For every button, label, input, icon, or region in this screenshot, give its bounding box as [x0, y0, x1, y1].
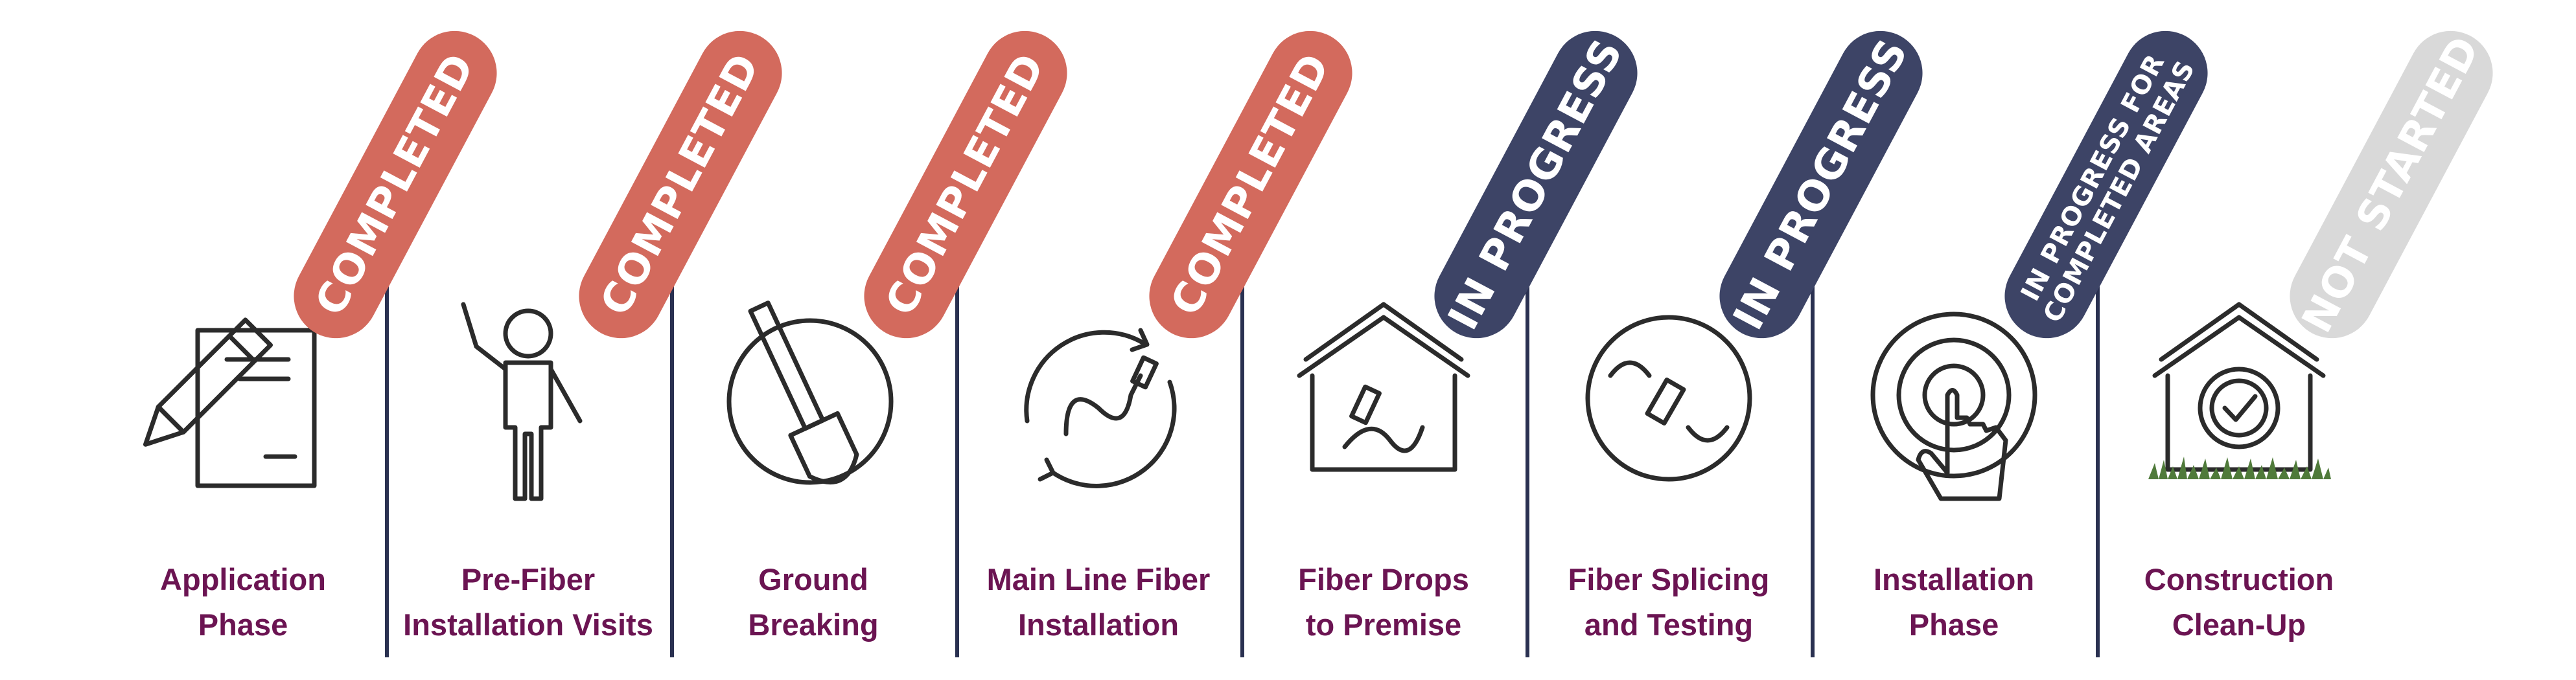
phase-label-line: Fiber Splicing — [1568, 562, 1770, 596]
phase-label-line: and Testing — [1584, 607, 1754, 642]
phase-label: Main Line Fiber Installation — [956, 557, 1241, 648]
touch-target-icon — [1870, 312, 2037, 501]
shovel-icon — [726, 300, 894, 485]
phase-label: Installation Phase — [1811, 557, 2096, 648]
phase-label: Fiber Splicing and Testing — [1526, 557, 1811, 648]
phase-label-line: Construction — [2144, 562, 2334, 596]
phase-pre-fiber-visits: Pre-Fiber Installation Visits — [386, 0, 671, 680]
phase-divider — [670, 275, 674, 657]
phase-label-line: to Premise — [1305, 607, 1462, 642]
phase-divider — [1811, 275, 1815, 657]
phase-label: Pre-Fiber Installation Visits — [386, 557, 671, 648]
phase-divider — [1526, 275, 1529, 657]
phase-divider — [955, 275, 959, 657]
phase-label-line: Clean-Up — [2172, 607, 2306, 642]
phase-fiber-splicing: Fiber Splicing and Testing — [1526, 0, 1811, 680]
phase-ground-breaking: Ground Breaking — [671, 0, 956, 680]
phase-label-line: Installation Visits — [403, 607, 653, 642]
phase-label-line: Phase — [1909, 607, 1999, 642]
phase-label-line: Installation — [1017, 607, 1179, 642]
phase-divider — [2096, 275, 2100, 657]
phase-label-line: Application — [160, 562, 326, 596]
phase-label-line: Phase — [198, 607, 288, 642]
house-cable-icon — [1297, 302, 1470, 472]
phase-label-line: Fiber Drops — [1298, 562, 1469, 596]
phase-label-line: Ground — [758, 562, 868, 596]
phase-label-line: Breaking — [748, 607, 879, 642]
phase-installation: Installation Phase — [1811, 0, 2096, 680]
cable-splice-icon — [1585, 315, 1752, 482]
phase-construction-clean-up: Construction Clean-Up — [2096, 0, 2382, 680]
phase-label: Ground Breaking — [671, 557, 956, 648]
person-waving-icon — [461, 302, 583, 501]
phase-label: Application Phase — [100, 557, 386, 648]
fiber-cable-cycle-icon — [1024, 328, 1177, 488]
phase-main-line-fiber: Main Line Fiber Installation — [956, 0, 1241, 680]
phase-label-line: Pre-Fiber — [461, 562, 596, 596]
house-checkmark-grass-icon — [2148, 302, 2331, 479]
phase-label: Construction Clean-Up — [2096, 557, 2382, 648]
phase-label-line: Main Line Fiber — [986, 562, 1211, 596]
phase-divider — [385, 275, 389, 657]
phase-fiber-drops: Fiber Drops to Premise — [1241, 0, 1526, 680]
phase-divider — [1240, 275, 1244, 657]
phase-label-line: Installation — [1873, 562, 2035, 596]
phase-application: Application Phase — [100, 0, 386, 680]
document-pencil-icon — [143, 317, 317, 488]
phase-label: Fiber Drops to Premise — [1241, 557, 1526, 648]
